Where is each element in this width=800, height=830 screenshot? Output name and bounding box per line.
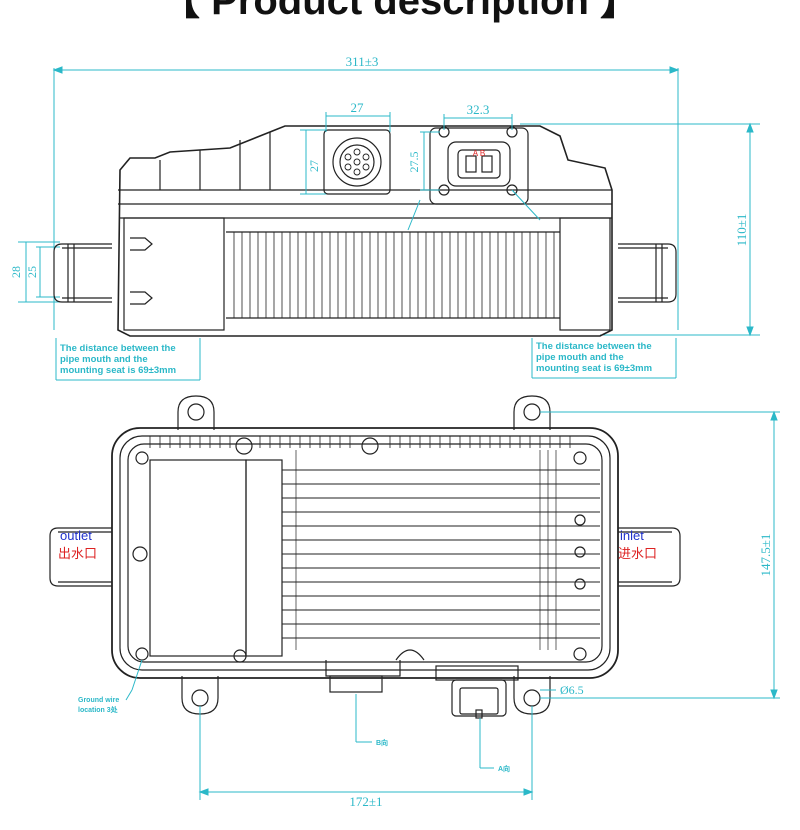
dim-length: 311±3 bbox=[346, 54, 379, 69]
note-left-line-2: pipe mouth and the bbox=[60, 354, 148, 365]
dim-connector-width: 27 bbox=[351, 100, 365, 115]
note-right-line-3: mounting seat is 69±3mm bbox=[536, 363, 652, 374]
view-a-label: A向 bbox=[498, 764, 510, 773]
top-view-dimensions bbox=[55, 112, 677, 381]
dim-connector-height: 27 bbox=[307, 160, 321, 172]
note-right-line-1: The distance between the bbox=[536, 341, 652, 352]
dim-height: 110±1 bbox=[734, 214, 749, 247]
ground-wire-line-1: Ground wire bbox=[78, 697, 119, 704]
plug-markings: A B bbox=[473, 149, 485, 158]
page-title: 【 Product description 】 bbox=[160, 0, 640, 23]
top-view bbox=[18, 66, 760, 337]
dim-hole: Ø6.5 bbox=[560, 683, 584, 697]
dim-pipe-inner: 25 bbox=[25, 266, 39, 278]
dim-pipe-outer: 28 bbox=[9, 266, 23, 278]
note-left-line-1: The distance between the bbox=[60, 343, 176, 354]
outlet-label: outlet bbox=[60, 528, 92, 543]
dim-mount: 172±1 bbox=[349, 794, 382, 809]
view-b-label: B向 bbox=[376, 738, 388, 747]
note-left-line-3: mounting seat is 69±3mm bbox=[60, 365, 176, 376]
inlet-label-cn: 进水口 bbox=[618, 547, 657, 562]
inlet-label: inlet bbox=[620, 528, 644, 543]
bottom-view bbox=[49, 395, 681, 719]
dim-plug-height: 27.5 bbox=[407, 152, 421, 173]
bottom-view-dimensions bbox=[125, 410, 780, 800]
dim-width: 147.5±1 bbox=[758, 534, 773, 577]
note-right-line-2: pipe mouth and the bbox=[536, 352, 624, 363]
outlet-label-cn: 出水口 bbox=[58, 547, 97, 562]
ground-wire-line-2: location 3处 bbox=[78, 705, 119, 714]
dim-plug-width: 32.3 bbox=[467, 102, 490, 117]
